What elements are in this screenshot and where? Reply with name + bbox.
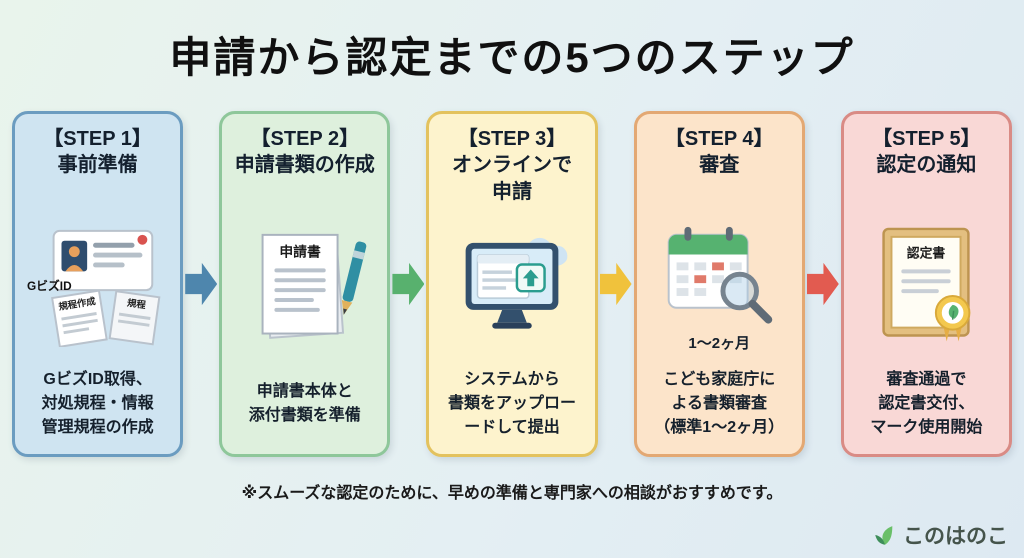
step-4-icon-area: 1〜2ヶ月 bbox=[645, 206, 793, 366]
certificate-title: 認定書 bbox=[907, 245, 946, 260]
step-3-heading: 【STEP 3】 オンラインで 申請 bbox=[452, 126, 572, 206]
step-card-1: 【STEP 1】 事前準備 GビズID 規程作成 bbox=[12, 111, 184, 457]
step-4-desc: こども家庭庁に よる書類審査 （標準1〜2ヶ月） bbox=[654, 366, 784, 442]
step-4-desc-text: こども家庭庁に よる書類審査 （標準1〜2ヶ月） bbox=[654, 371, 785, 436]
step-3-label: 【STEP 3】 bbox=[457, 128, 567, 150]
arrow-step2-to-step3-icon bbox=[392, 262, 425, 306]
step-1-desc-text: GビズID取得、 対処規程・情報 管理規程の作成 bbox=[41, 371, 154, 436]
brand-logo: このはのこ bbox=[872, 520, 1008, 550]
step-1-title: 事前準備 bbox=[57, 154, 138, 177]
online-upload-monitor-icon bbox=[465, 237, 568, 329]
rule-paper-back: 規程 bbox=[108, 289, 161, 346]
page-title: 申請から認定までの5つのステップ bbox=[169, 34, 855, 81]
application-doc-title: 申請書 bbox=[279, 243, 321, 259]
step-2-desc: 申請書本体と 添付書類を準備 bbox=[249, 366, 361, 442]
step-2-title: 申請書類の作成 bbox=[234, 154, 375, 177]
step-5-heading: 【STEP 5】 認定の通知 bbox=[872, 126, 981, 206]
step-card-3: 【STEP 3】 オンラインで 申請 bbox=[426, 111, 598, 457]
arrow-step1-to-step2-icon bbox=[185, 262, 218, 306]
step-3-icon-area bbox=[438, 206, 586, 366]
arrow-step3-to-step4-icon bbox=[599, 262, 632, 306]
step-5-title: 認定の通知 bbox=[876, 154, 977, 177]
gbiz-id-label: GビズID bbox=[27, 279, 72, 293]
step-2-heading: 【STEP 2】 申請書類の作成 bbox=[235, 126, 375, 206]
rosette-badge-icon bbox=[935, 294, 971, 342]
calendar-magnifier-icon bbox=[667, 227, 773, 324]
step-2-icon-area: 申請書 bbox=[231, 206, 379, 366]
step-4-heading: 【STEP 4】 審査 bbox=[665, 126, 774, 206]
preparation-idcard-icon: GビズID 規程作成 規程 bbox=[27, 229, 161, 348]
arrow-step4-to-step5-icon bbox=[806, 262, 839, 306]
step-card-5: 【STEP 5】 認定の通知 認定書 bbox=[840, 111, 1013, 457]
step-3-desc: システムから 書類をアップロー ードして提出 bbox=[448, 366, 576, 442]
step-card-2: 【STEP 2】 申請書類の作成 申請書 bbox=[219, 111, 391, 457]
step-5-desc-text: 審査通過で 認定書交付、 マーク使用開始 bbox=[870, 371, 983, 436]
step-4-title: 審査 bbox=[699, 154, 740, 177]
step-5-icon-area: 認定書 bbox=[852, 206, 1000, 366]
upload-button-icon bbox=[515, 263, 546, 293]
step-2-desc-text: 申請書本体と 添付書類を準備 bbox=[248, 383, 361, 424]
review-duration-label: 1〜2ヶ月 bbox=[688, 334, 751, 352]
step-5-label: 【STEP 5】 bbox=[872, 128, 981, 150]
step-1-icon-area: GビズID 規程作成 規程 bbox=[24, 206, 172, 366]
footer-note: ※スムーズな認定のために、早めの準備と専門家への相談がおすすめです。 bbox=[241, 485, 783, 502]
documents-pen-icon: 申請書 bbox=[261, 233, 367, 339]
brand-logo-text: このはのこ bbox=[903, 525, 1008, 548]
step-3-desc-text: システムから 書類をアップロー ードして提出 bbox=[448, 371, 577, 436]
step-card-4: 【STEP 4】 審査 bbox=[633, 111, 805, 457]
rule-paper-front: 規程作成 bbox=[50, 289, 108, 348]
step-3-title: オンラインで 申請 bbox=[452, 154, 572, 203]
step-2-label: 【STEP 2】 bbox=[250, 128, 360, 150]
step-5-desc: 審査通過で 認定書交付、 マーク使用開始 bbox=[870, 366, 982, 442]
certificate-rosette-icon: 認定書 bbox=[882, 227, 971, 342]
steps-row: 【STEP 1】 事前準備 GビズID 規程作成 bbox=[0, 111, 1024, 457]
step-1-desc: GビズID取得、 対処規程・情報 管理規程の作成 bbox=[42, 366, 154, 442]
step-1-label: 【STEP 1】 bbox=[43, 128, 152, 150]
pen-icon bbox=[341, 241, 367, 315]
magnifier-icon bbox=[720, 272, 773, 324]
leaf-logo-icon bbox=[875, 526, 893, 545]
step-1-heading: 【STEP 1】 事前準備 bbox=[43, 126, 152, 206]
step-4-label: 【STEP 4】 bbox=[664, 128, 774, 150]
paper2-label: 規程 bbox=[126, 297, 147, 311]
